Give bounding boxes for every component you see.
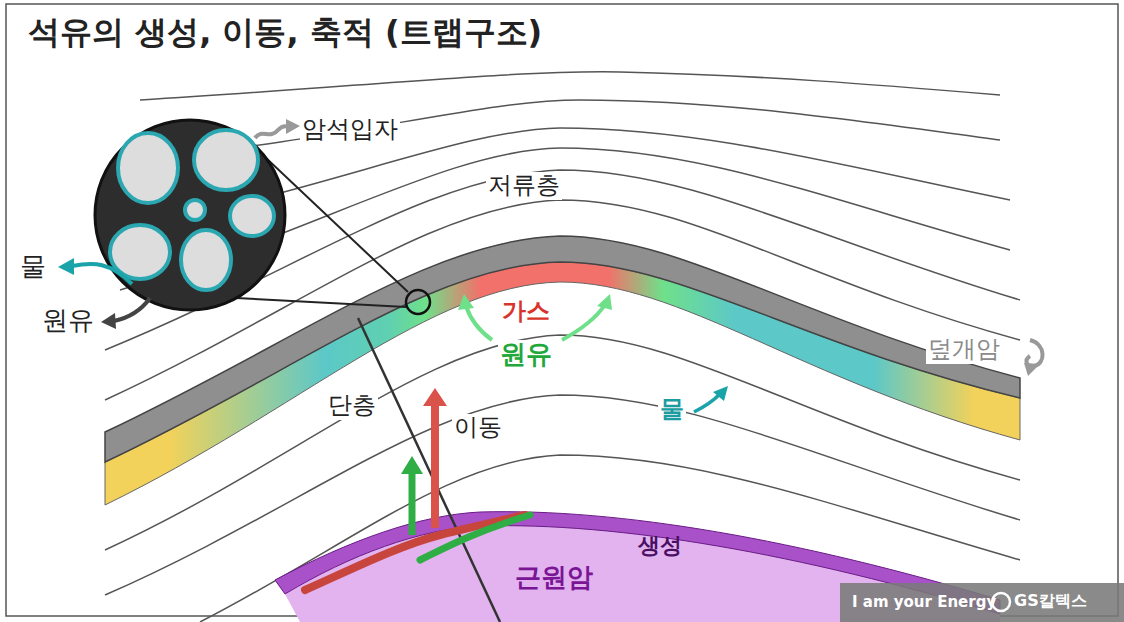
migration-arrow	[431, 404, 439, 528]
part-label: 단층	[326, 392, 378, 420]
inset-circle	[95, 120, 285, 310]
diagram-title-holder: 석유의 생성, 이동, 축적 (트랩구조)	[28, 14, 542, 51]
fluid-label: 가스	[500, 298, 552, 326]
inset-leader	[236, 298, 406, 307]
stratum-line	[200, 455, 1020, 622]
arrow-head	[1024, 363, 1040, 376]
arrow-head	[101, 313, 116, 329]
strata-lines	[105, 72, 1020, 622]
process-label-holder: 이동	[452, 414, 504, 442]
part-label: 암석입자	[300, 116, 400, 144]
watermark-holder: GS칼텍스	[1014, 591, 1087, 610]
rock-name: 근원암	[515, 563, 593, 593]
fault-line	[358, 318, 500, 622]
fluid-label: 원유	[498, 340, 554, 370]
water-arrow	[694, 394, 720, 412]
process-label-holder: 생성	[638, 533, 682, 558]
arrow-head	[423, 388, 447, 406]
arrow-head	[458, 294, 474, 310]
frame	[6, 4, 1118, 616]
arrow-head	[286, 119, 300, 134]
layer-label: 덮개암	[926, 336, 1002, 364]
watermark: I am your Energy	[852, 594, 996, 611]
layer-label-holder: 덮개암	[926, 336, 1002, 364]
rock-grain	[230, 196, 274, 236]
oil-arrow	[466, 306, 492, 340]
layer-label: 저류층	[486, 172, 562, 200]
rock-grain	[118, 133, 178, 203]
oil-arrow	[562, 306, 604, 340]
watermark-holder: I am your Energy	[852, 592, 996, 611]
rock-grains	[110, 130, 274, 290]
fluid-label: 원유	[40, 306, 96, 336]
rock-grain	[194, 130, 258, 190]
source-rock-strip	[275, 512, 1000, 614]
fluid-label-holder: 물	[658, 396, 686, 424]
rock-grain	[185, 200, 205, 220]
water-arrow	[72, 264, 132, 284]
process-label: 이동	[452, 414, 504, 442]
fluid-label-holder: 원유	[498, 340, 554, 370]
fluid-label-holder: 가스	[500, 298, 552, 326]
part-label-holder: 단층	[326, 392, 378, 420]
fluid-label: 물	[18, 252, 48, 282]
fluid-label-holder: 원유	[40, 306, 96, 336]
part-label-holder: 암석입자	[300, 116, 400, 144]
diagram-title: 석유의 생성, 이동, 축적 (트랩구조)	[28, 14, 542, 51]
migration-arrow	[409, 472, 416, 535]
arrow-head	[597, 294, 612, 310]
watermark-bar	[840, 583, 1124, 622]
oil-arrow	[114, 298, 150, 321]
process-label: 생성	[638, 533, 682, 558]
cap-arrow	[1027, 340, 1043, 366]
grain-inset	[95, 120, 430, 314]
rock-name-holder: 근원암	[515, 563, 593, 593]
fluid-label: 물	[658, 396, 686, 424]
arrow-head	[401, 456, 423, 474]
watermark: GS칼텍스	[1014, 592, 1087, 610]
zoom-spot	[406, 290, 430, 314]
layer-label-holder: 저류층	[486, 172, 562, 200]
rock-grain	[181, 230, 231, 290]
arrow-head	[58, 258, 74, 275]
fluid-label-holder: 물	[18, 252, 48, 282]
arrow-head	[713, 386, 728, 401]
grain-arrow	[255, 126, 288, 138]
stratum-line	[140, 72, 1000, 100]
